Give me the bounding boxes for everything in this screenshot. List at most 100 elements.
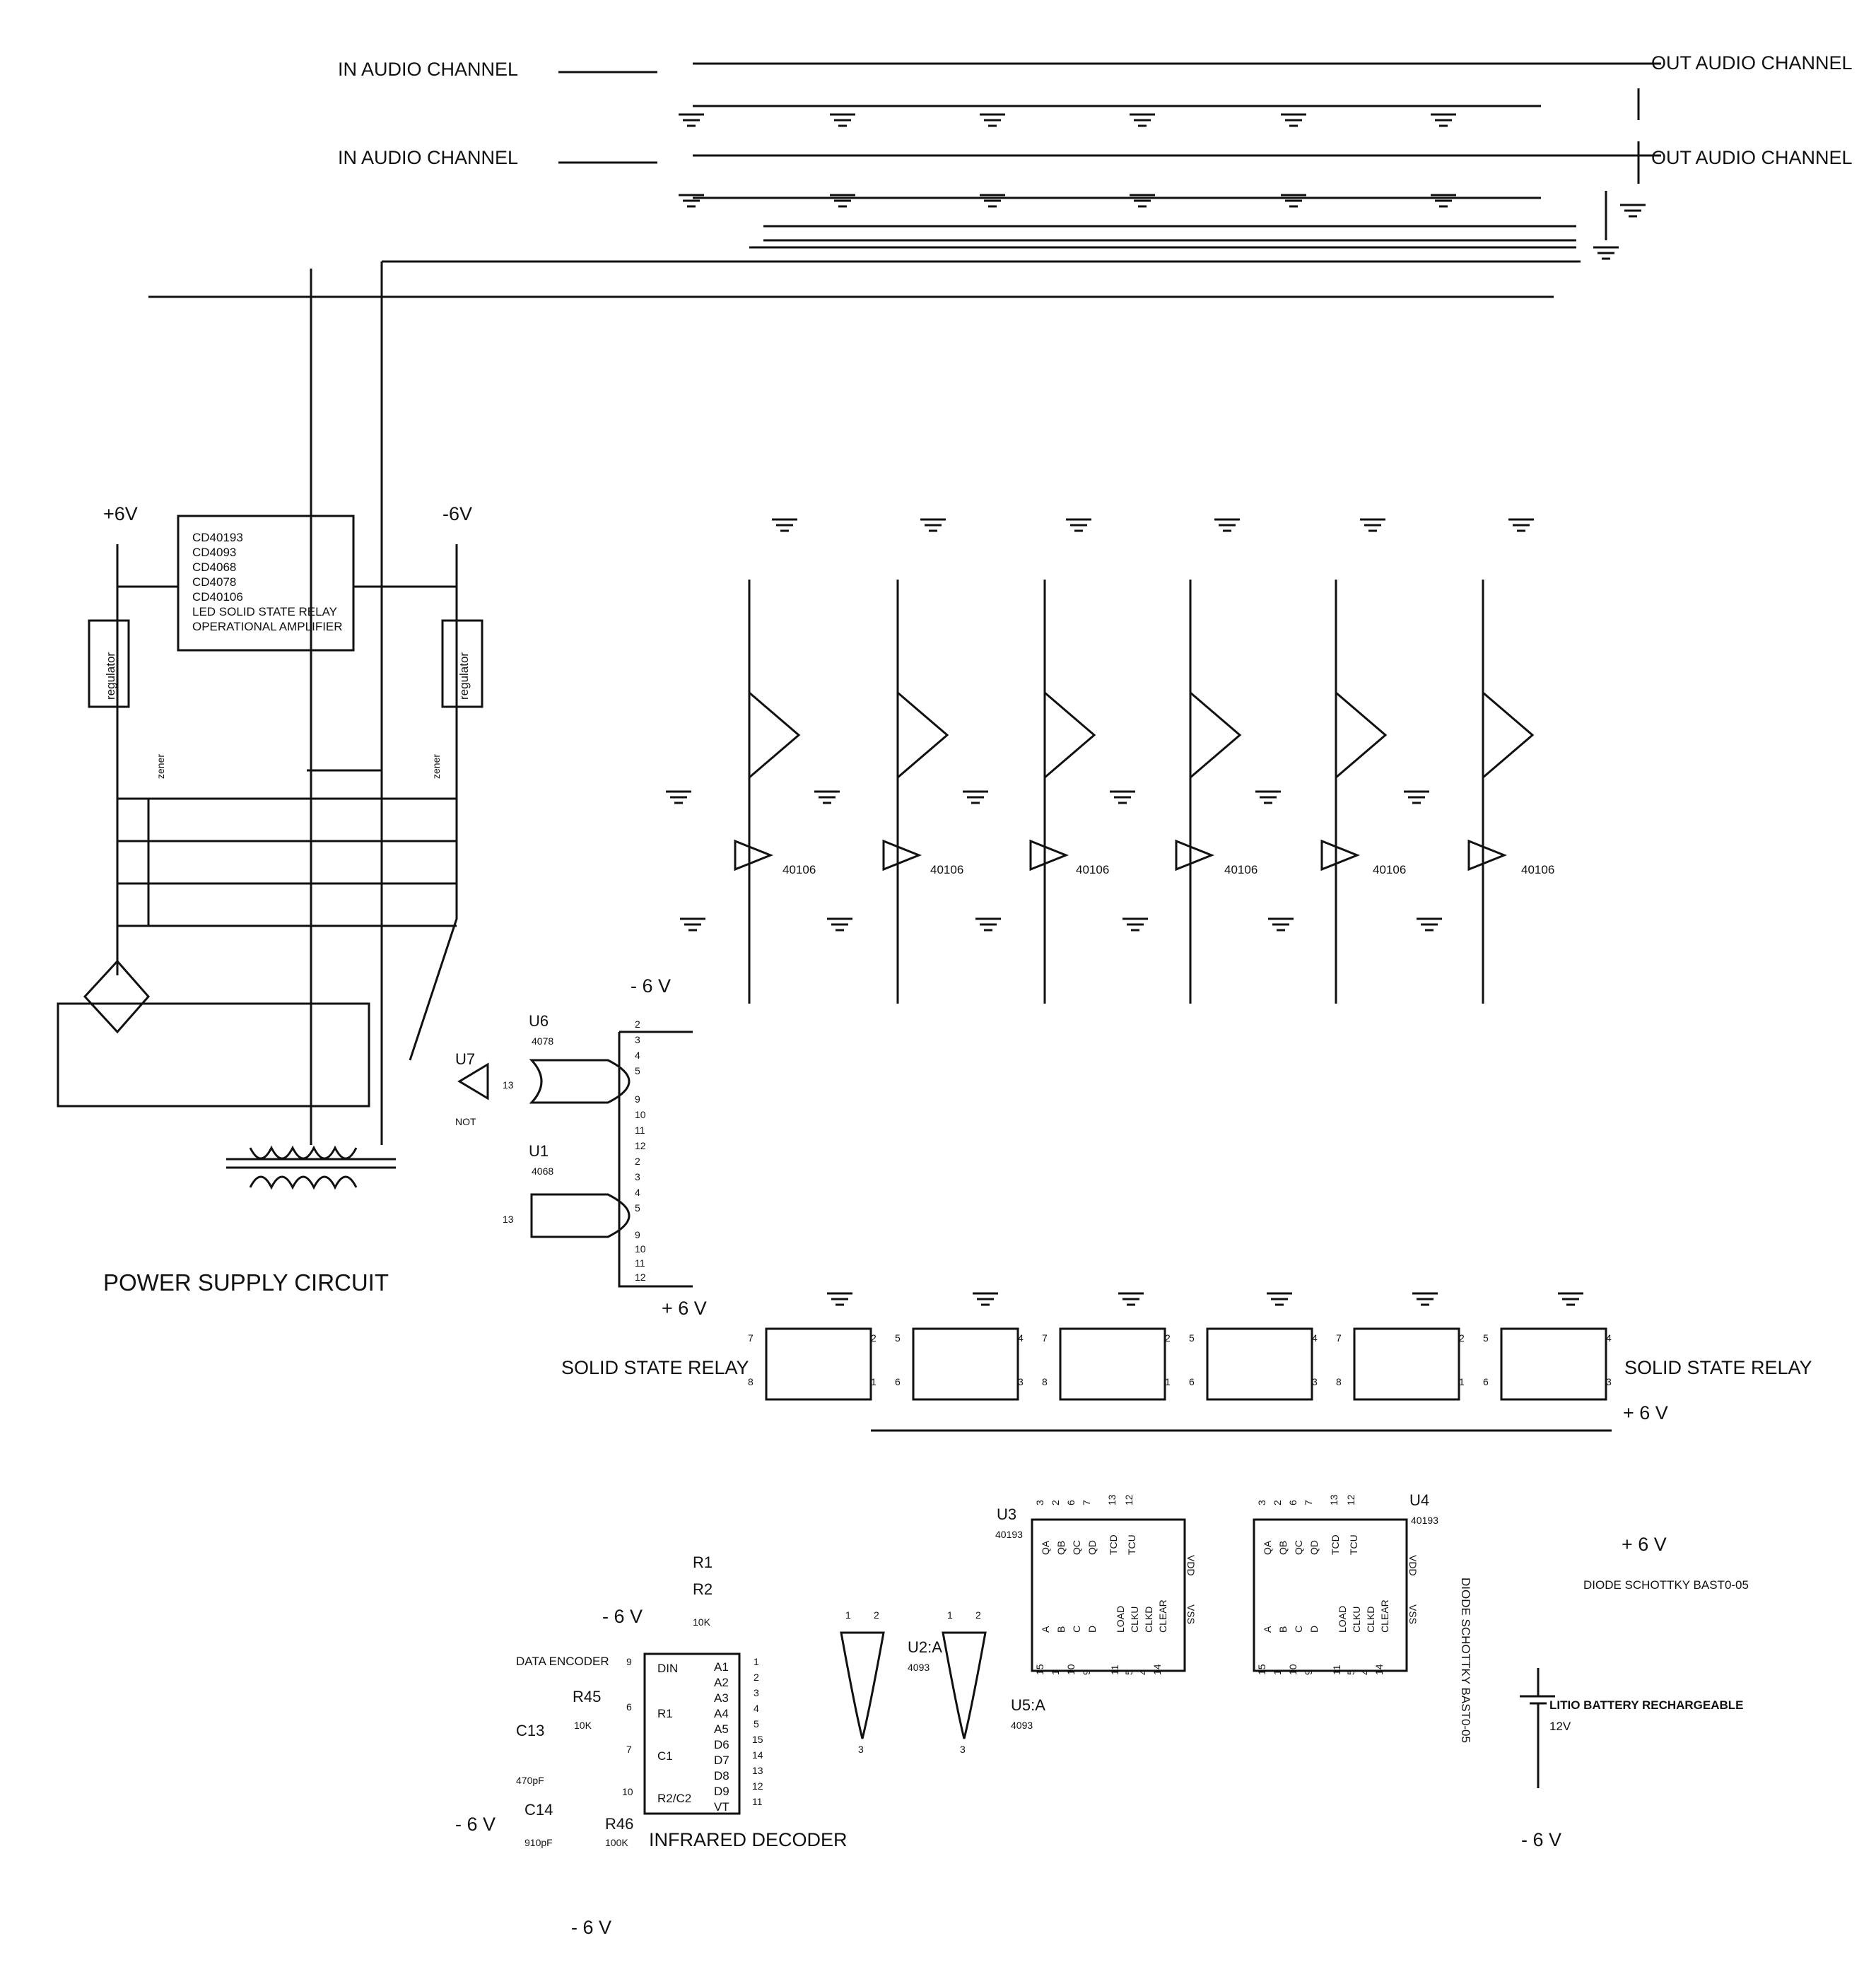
u1-out-pin: 13 [503, 1214, 514, 1225]
inverter-label-4: 40106 [1224, 863, 1257, 876]
u3-pin-d: D [1086, 1626, 1098, 1633]
u4-name: U4 [1409, 1491, 1429, 1509]
decoder-pin-vt: VT [714, 1800, 729, 1814]
decoder-pin-a1: A1 [714, 1660, 729, 1674]
ground-icon [679, 917, 707, 932]
ground-icon [919, 518, 947, 532]
relay-3-pin-tr: 2 [1165, 1332, 1171, 1344]
decoder-pin-d7: D7 [714, 1754, 729, 1767]
ground-icon [828, 194, 857, 208]
ground-icon [826, 917, 854, 932]
decoder-num-12: 12 [752, 1780, 763, 1792]
u2-pin-1: 1 [845, 1609, 851, 1621]
u4-num-1: 1 [1272, 1669, 1283, 1675]
decoder-pin-din: DIN [657, 1662, 678, 1675]
ground-icon [978, 113, 1007, 127]
u3-top-pin-labels: QA QB QC QD TCD TCU 3 2 6 7 13 12 [1034, 1494, 1137, 1555]
u1-pin-10: 10 [635, 1243, 646, 1255]
ground-icon [1128, 113, 1156, 127]
ground-icon [813, 790, 841, 804]
chip-list-line-6: LED SOLID STATE RELAY [192, 605, 337, 618]
decoder-pin-a3: A3 [714, 1691, 729, 1705]
u6-part: 4078 [532, 1035, 553, 1047]
u5-pin-2: 2 [975, 1609, 981, 1621]
u3-pin-tcd: TCD [1108, 1534, 1119, 1555]
decoder-num-10: 10 [622, 1786, 633, 1797]
ground-symbols [664, 113, 1647, 1306]
u3-pin-b: B [1055, 1626, 1067, 1633]
u3-num-3: 3 [1034, 1500, 1045, 1505]
relay-2-pin-bl: 6 [895, 1376, 901, 1387]
u3-num-12: 12 [1123, 1494, 1135, 1505]
u4-num-13: 13 [1328, 1494, 1339, 1505]
decoder-num-9: 9 [626, 1656, 632, 1667]
r2-label: R2 [693, 1580, 713, 1598]
u3-pin-c: C [1071, 1626, 1082, 1633]
battery-voltage: 12V [1549, 1720, 1571, 1733]
ground-icon [677, 194, 705, 208]
relay-6-pin-tr: 4 [1606, 1332, 1612, 1344]
u3-num-13: 13 [1106, 1494, 1118, 1505]
u4-num-2: 2 [1272, 1500, 1283, 1505]
relay-5-pins: 7 8 2 1 [1336, 1332, 1465, 1387]
inverter-label-5: 40106 [1373, 863, 1406, 876]
decoder-num-5: 5 [754, 1718, 759, 1730]
u3-pin-vss: VSS [1185, 1604, 1197, 1624]
decoder-pin-d9: D9 [714, 1785, 729, 1798]
u4-num-9: 9 [1303, 1669, 1314, 1675]
logic-pos-supply: + 6 V [662, 1298, 707, 1319]
u2-pin-3: 3 [858, 1744, 864, 1755]
logic-gates [457, 1030, 693, 1288]
r-value: 10K [693, 1616, 711, 1628]
relay-4-pin-tl: 5 [1189, 1332, 1195, 1344]
u3-num-4: 4 [1137, 1669, 1149, 1675]
u2-part: 4093 [908, 1662, 930, 1673]
not-label: NOT [455, 1116, 476, 1127]
relay-6-pin-br: 3 [1606, 1376, 1612, 1387]
u4-num-7: 7 [1303, 1500, 1314, 1505]
ground-icon [664, 790, 693, 804]
power-plus-label: +6V [103, 503, 138, 524]
relay-plus-label: + 6 V [1623, 1402, 1668, 1423]
decoder-num-4: 4 [754, 1703, 759, 1714]
decoder-pin-d8: D8 [714, 1769, 729, 1783]
u6-pin-9: 9 [635, 1093, 640, 1105]
u3-pin-qb: QB [1055, 1541, 1067, 1555]
u3-pin-clku: CLKU [1129, 1607, 1140, 1633]
u4-num-12: 12 [1345, 1494, 1356, 1505]
chip-list-line-3: CD4068 [192, 560, 236, 574]
u4-pin-b: B [1277, 1626, 1289, 1633]
u3-name: U3 [997, 1505, 1016, 1523]
relay-2-pin-br: 3 [1018, 1376, 1024, 1387]
ground-icon [1507, 518, 1535, 532]
r45-value: 10K [574, 1720, 592, 1731]
u1-pin-9: 9 [635, 1229, 640, 1240]
relay-3-pin-br: 1 [1165, 1376, 1171, 1387]
u4-pin-clku: CLKU [1351, 1607, 1362, 1633]
driver-stages [734, 580, 1535, 1004]
u5-part: 4093 [1011, 1720, 1033, 1731]
decoder-num-2: 2 [754, 1672, 759, 1683]
u4-num-5: 5 [1345, 1669, 1356, 1675]
decoder-num-15: 15 [752, 1734, 763, 1745]
audio-in-label-1: IN AUDIO CHANNEL [338, 59, 518, 80]
inverter-label-2: 40106 [930, 863, 963, 876]
u3-bottom-pin-labels: A B C D LOAD CLKU CLKD CLEAR 15 1 10 9 1… [1034, 1555, 1197, 1675]
relay-6-pin-bl: 6 [1483, 1376, 1489, 1387]
c14-label: C14 [524, 1801, 553, 1819]
u4-pin-qb: QB [1277, 1541, 1289, 1555]
r46-label: R46 [605, 1815, 633, 1833]
relay-5-pin-bl: 8 [1336, 1376, 1342, 1387]
u6-pin-5: 5 [635, 1065, 640, 1076]
u3-num-6: 6 [1065, 1500, 1077, 1505]
u1-pin-2: 2 [635, 1156, 640, 1167]
audio-out-label-1: OUT AUDIO CHANNEL [1651, 52, 1853, 74]
relay-2-pin-tl: 5 [895, 1332, 901, 1344]
ground-icon [1429, 194, 1458, 208]
ground-icon [1254, 790, 1282, 804]
u4-num-6: 6 [1287, 1500, 1298, 1505]
u4-pin-qa: QA [1262, 1540, 1273, 1555]
chip-list-box [177, 515, 355, 652]
